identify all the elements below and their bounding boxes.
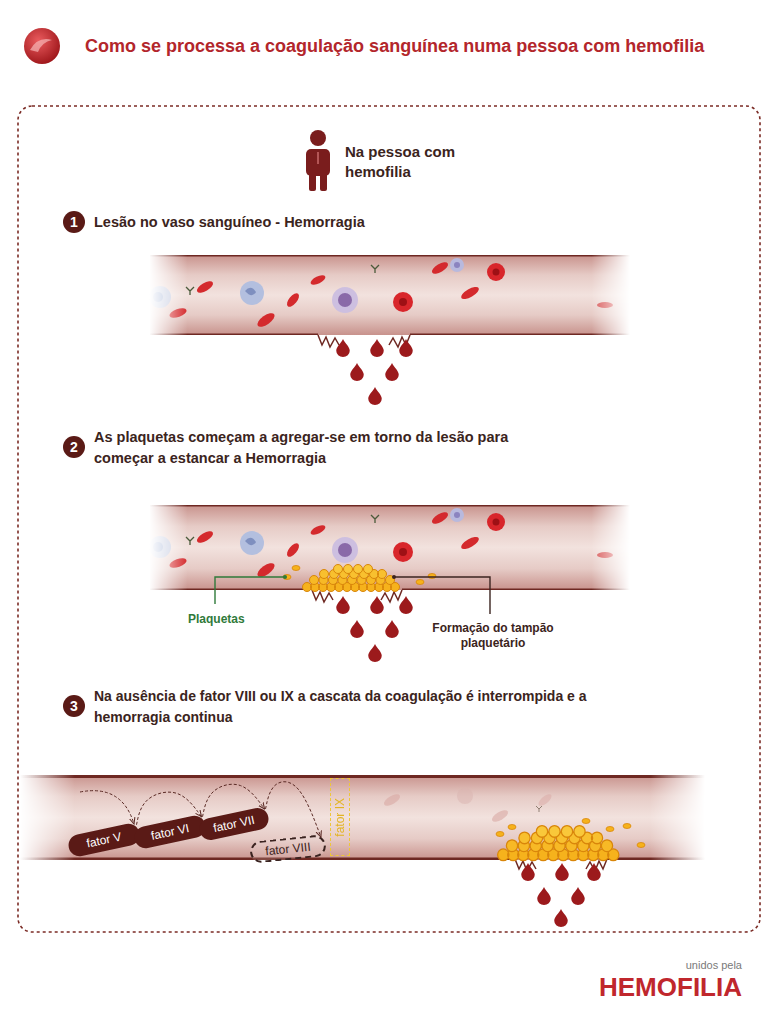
platelet: [292, 566, 300, 571]
factor-label: fator IX: [333, 798, 347, 837]
cascade-arrow: [266, 782, 321, 837]
callout-label: Formação do tampão plaquetário: [428, 621, 558, 651]
factor-label: fator VI: [150, 821, 191, 843]
blood-drop: [521, 863, 535, 881]
platelet: [416, 580, 424, 585]
vessel-wall: [20, 774, 705, 778]
platelet: [496, 832, 504, 837]
leader-dot: [392, 575, 396, 579]
platelet: [637, 843, 645, 848]
platelet: [582, 819, 590, 824]
person-body: [306, 149, 330, 176]
antibody-symbol: [536, 806, 542, 812]
blood-drop: [368, 387, 382, 405]
leader-line: [215, 577, 285, 604]
blood-cells: [149, 258, 613, 329]
blood-drop: [350, 363, 364, 381]
blood-vessel: [20, 775, 705, 860]
page-title: Como se processa a coagulação sanguínea …: [85, 35, 765, 57]
faded-cell: [537, 792, 554, 808]
factor-label: fator V: [85, 829, 122, 850]
vessel-lesion: [381, 590, 402, 602]
title-icon: [24, 28, 60, 64]
person-detail: [317, 152, 319, 164]
callout-number: 2: [70, 436, 78, 458]
title-icon-highlight: [30, 39, 52, 52]
vessel-wall: [150, 334, 630, 337]
faded-cell: [490, 808, 510, 824]
platelet: [283, 575, 291, 580]
vessel-lesion: [318, 335, 339, 347]
person-caption: Na pessoa com hemofilia: [345, 142, 463, 182]
vessel-wall: [150, 254, 630, 257]
blood-drop: [399, 339, 413, 357]
platelet: [508, 825, 516, 830]
step-text: Na ausência de fator VIII ou IX a cascat…: [94, 686, 634, 728]
leader-dot: [283, 575, 287, 579]
blood-drop: [555, 863, 569, 881]
blood-drop: [370, 339, 384, 357]
blood-drop: [385, 363, 399, 381]
vessel-lumen: [20, 775, 705, 860]
faded-cell: [457, 788, 473, 804]
blood-drop: [336, 596, 350, 614]
step-number: 1: [63, 211, 85, 233]
leader-line: [394, 577, 490, 614]
platelet-plug: [303, 565, 400, 592]
platelet: [428, 574, 436, 579]
blood-drop: [368, 644, 382, 662]
blood-vessel: [149, 255, 630, 335]
step-circle-shape: [63, 695, 85, 717]
blood-drop: [571, 887, 585, 905]
step-number: 3: [63, 695, 85, 717]
blood-cells: [149, 508, 613, 579]
blood-drop: [554, 909, 568, 927]
logo-wordmark: HEMOFILIA: [520, 972, 742, 1002]
vessel-lumen: [150, 255, 630, 335]
callout-number: 3: [70, 695, 78, 717]
platelet-plug: [498, 826, 619, 861]
blood-drop: [537, 887, 551, 905]
content-frame: [18, 106, 760, 932]
callout-label: Plaquetas: [188, 612, 268, 627]
missing-factor: fator IX: [330, 778, 350, 856]
blood-drop: [399, 596, 413, 614]
step-circle-shape: [63, 436, 85, 458]
step-number: 2: [63, 436, 85, 458]
platelet: [606, 827, 614, 832]
step-circle-shape: [63, 211, 85, 233]
blood-drop: [336, 339, 350, 357]
blood-drop: [370, 596, 384, 614]
person-head: [310, 130, 326, 146]
step-text: As plaquetas começam a agregar-se em tor…: [94, 427, 534, 469]
person-leg: [320, 172, 327, 191]
factor-label: fator VIII: [265, 840, 312, 859]
person-leg: [309, 172, 316, 191]
blood-drop: [587, 863, 601, 881]
callout-number: 1: [70, 211, 78, 233]
faded-cell: [382, 792, 402, 808]
cascade-arrow: [80, 791, 134, 824]
vessel-wall: [150, 504, 630, 507]
blood-drop: [350, 620, 364, 638]
blood-drop: [385, 620, 399, 638]
logo-tagline: unidos pela: [560, 959, 742, 972]
platelet: [623, 824, 631, 829]
factor-label: fator VII: [212, 813, 256, 835]
step-text: Lesão no vaso sanguíneo - Hemorragia: [94, 213, 714, 231]
